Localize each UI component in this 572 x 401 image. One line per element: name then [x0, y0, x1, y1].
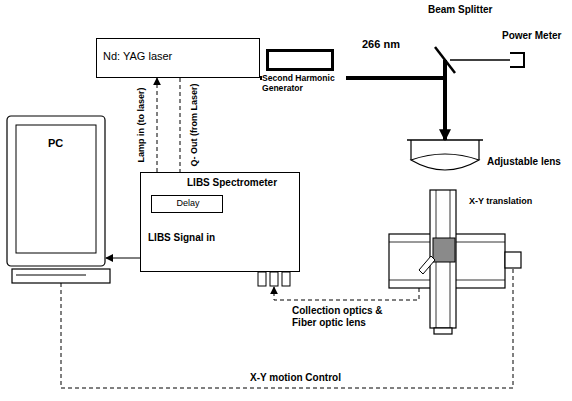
edge-label: Q- Out (from Laser) [189, 83, 199, 166]
drawing-stroke [7, 116, 105, 266]
node-label: PC [48, 137, 63, 150]
power-meter: Power Meter [496, 30, 568, 74]
connector [157, 78, 158, 172]
lens-holder [405, 136, 485, 182]
node-label: Beam Splitter [428, 4, 492, 16]
edge-label: 266 nm [362, 38, 400, 51]
harmonic-generator-box [266, 49, 334, 71]
delay-box: Delay [151, 195, 223, 213]
harmonic-generator: Second Harmonic Generator [262, 49, 346, 107]
beam-splitter-mirror [432, 47, 458, 73]
laser-box: Nd: YAG laser [96, 38, 260, 78]
node-label: Delay [152, 198, 224, 208]
drawing-stroke [435, 47, 455, 73]
xy-translation-stage [385, 190, 525, 336]
connector [260, 76, 262, 80]
beam-splitter: Beam Splitter [424, 4, 496, 74]
edge-label: LIBS Signal in [148, 232, 215, 244]
xy-translation: X-Y translation [385, 190, 525, 336]
edge-label: X-Y motion Control [250, 372, 341, 384]
connector [443, 60, 447, 140]
drawing-stroke [434, 328, 452, 334]
fiber-connector [282, 272, 290, 286]
node-label: Power Meter [502, 30, 561, 42]
node-label: X-Y translation [469, 196, 532, 206]
connector [106, 258, 140, 259]
node-label: Second Harmonic Generator [262, 74, 346, 94]
node-label: Nd: YAG laser [103, 50, 172, 63]
connector [450, 59, 510, 61]
spectrometer-box: LIBS SpectrometerDelay [140, 172, 300, 272]
drawing-stroke [407, 139, 483, 141]
adjustable-lens: Adjustable lens [405, 136, 567, 184]
node-label: Adjustable lens [487, 156, 561, 168]
fiber-connector [258, 272, 266, 286]
drawing-stroke [510, 53, 524, 67]
power-meter-symbol [510, 52, 530, 68]
drawing-stroke [505, 252, 521, 268]
fiber-connector [270, 272, 278, 286]
connector [346, 76, 445, 80]
drawing-stroke [16, 125, 96, 253]
computer: PC [6, 115, 106, 267]
drawing-stroke [419, 256, 435, 274]
drawing-stroke [433, 238, 455, 262]
edge-label: Collection optics & Fiber optic lens [292, 305, 404, 328]
edge-label: Lamp in (to laser) [136, 87, 146, 162]
drawing-stroke [16, 275, 86, 276]
node-label: LIBS Spectrometer [187, 177, 277, 189]
drawing-stroke [411, 154, 479, 170]
drawing-stroke [12, 269, 110, 283]
